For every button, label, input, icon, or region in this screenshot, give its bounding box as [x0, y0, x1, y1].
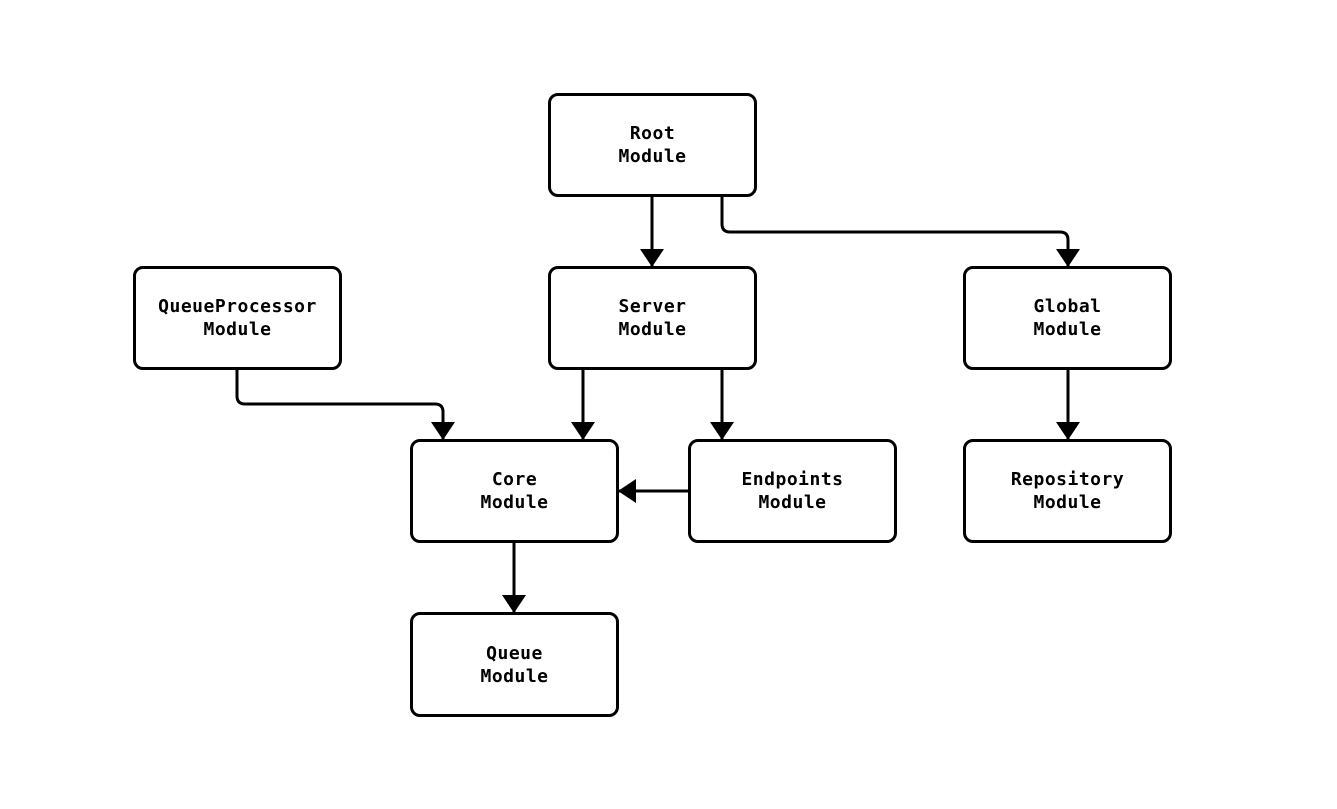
node-label: Repository Module [1010, 469, 1125, 513]
node-label: Root Module [618, 123, 687, 167]
node-label: QueueProcessor Module [158, 296, 317, 340]
node-label: Core Module [480, 469, 549, 513]
edge-group [235, 197, 1080, 613]
edge-queueprocessor-to-core [235, 370, 455, 440]
node-label: Endpoints Module [741, 469, 844, 513]
node-queue-module: Queue Module [410, 612, 619, 717]
node-label: Global Module [1033, 296, 1102, 340]
node-label: Server Module [618, 296, 687, 340]
node-label: Queue Module [480, 642, 549, 687]
node-repository-module: Repository Module [963, 439, 1172, 543]
edge-root-to-global [720, 197, 1080, 267]
node-endpoints-module: Endpoints Module [688, 439, 897, 543]
node-root-module: Root Module [548, 93, 757, 197]
node-queueprocessor-module: QueueProcessor Module [133, 266, 342, 370]
node-global-module: Global Module [963, 266, 1172, 370]
node-core-module: Core Module [410, 439, 619, 543]
node-server-module: Server Module [548, 266, 757, 370]
